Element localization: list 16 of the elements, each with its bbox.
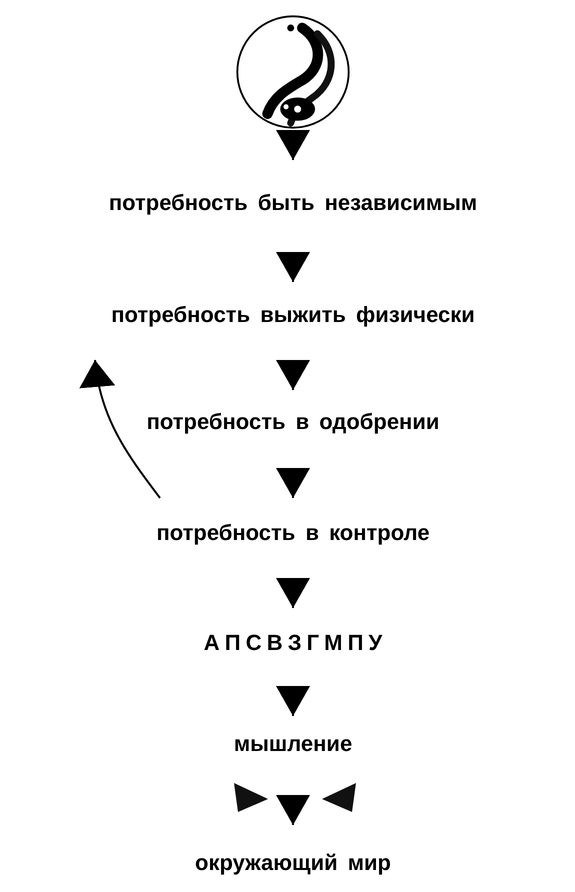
curved-arrow xyxy=(80,360,161,499)
arrow xyxy=(276,578,310,608)
step-label: мышление xyxy=(234,731,352,757)
step-label: потребность в контроле xyxy=(156,520,430,546)
arrow xyxy=(276,795,310,825)
yin-yang-drawing xyxy=(235,14,351,130)
step-label: потребность выжить физически xyxy=(111,302,475,328)
step-label: потребность в одобрении xyxy=(146,409,440,435)
arrow xyxy=(276,252,310,282)
step-label: А П С В З Г М П У xyxy=(204,630,382,656)
arrow xyxy=(276,130,310,160)
arrow xyxy=(276,686,310,716)
step-label: потребность быть независимым xyxy=(108,190,478,216)
arrow xyxy=(276,360,310,390)
step-label: окружающий мир xyxy=(195,850,391,876)
arrow xyxy=(276,468,310,498)
